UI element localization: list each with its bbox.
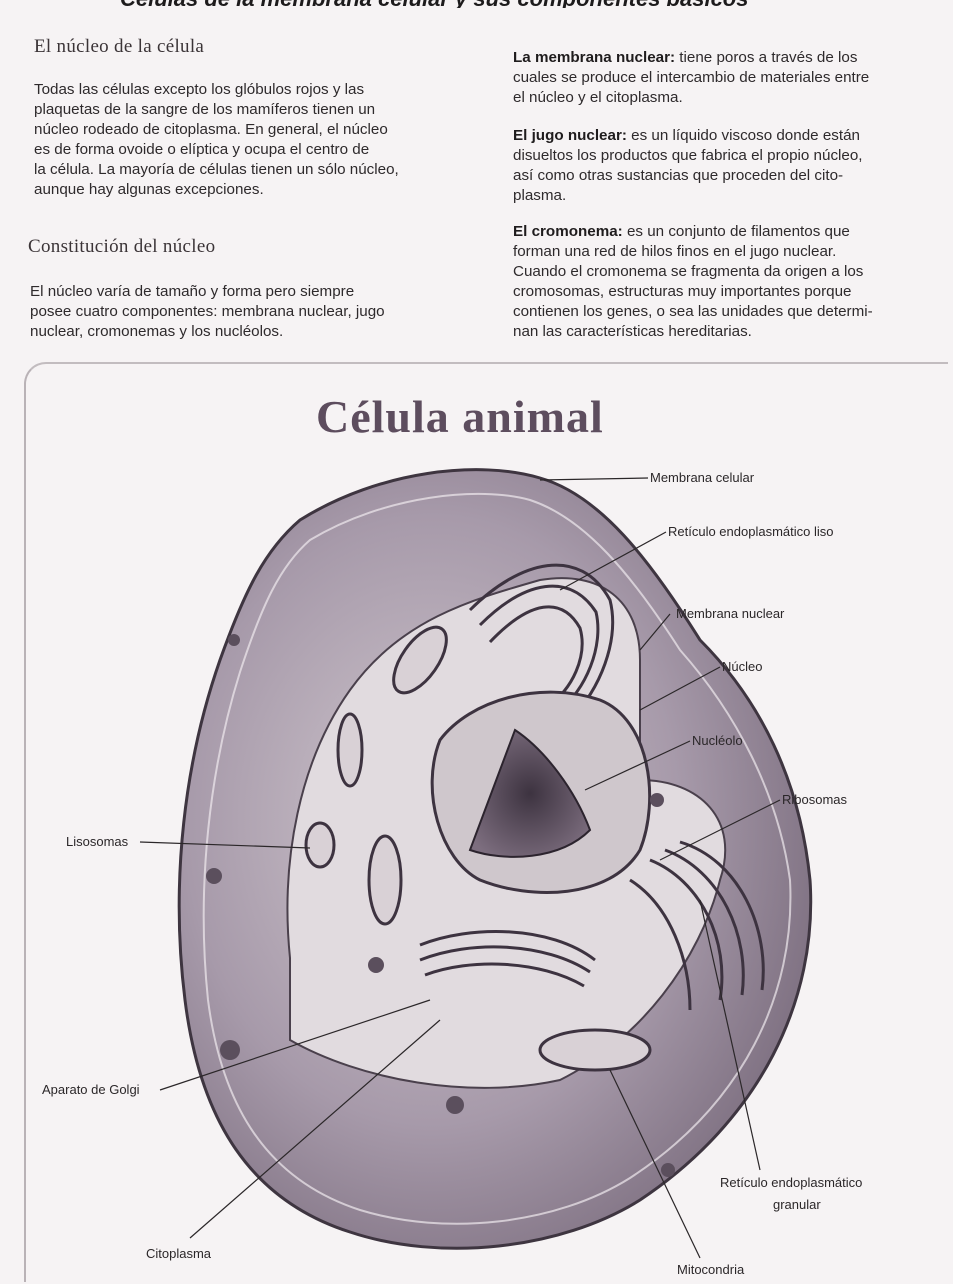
label-membrana-nuclear: Membrana nuclear [676, 606, 784, 621]
label-reticulo-granular-2: granular [773, 1197, 821, 1212]
label-lisosomas: Lisosomas [66, 834, 128, 849]
label-reticulo-liso: Retículo endoplasmático liso [668, 524, 833, 539]
label-citoplasma: Citoplasma [146, 1246, 211, 1261]
label-mitocondria: Mitocondria [677, 1262, 744, 1277]
label-membrana-celular: Membrana celular [650, 470, 754, 485]
label-aparato-golgi: Aparato de Golgi [42, 1082, 140, 1097]
label-reticulo-granular: Retículo endoplasmático [720, 1175, 862, 1190]
label-nucleolo: Nucléolo [692, 733, 743, 748]
label-ribosomas: Ribosomas [782, 792, 847, 807]
label-nucleo: Núcleo [722, 659, 762, 674]
